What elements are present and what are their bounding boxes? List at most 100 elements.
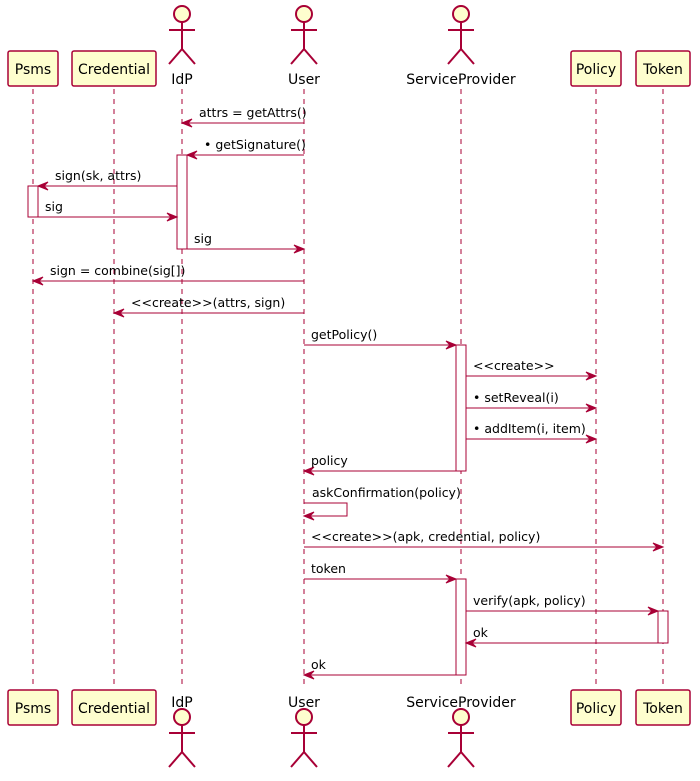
message: verify(apk, policy) xyxy=(466,593,660,616)
message-label: ok xyxy=(473,625,489,640)
participant-token: Token xyxy=(635,50,691,87)
arrow-head xyxy=(302,466,315,476)
message-label: askConfirmation(policy) xyxy=(312,485,461,500)
participant-box xyxy=(71,50,157,87)
actor-icon xyxy=(447,5,475,65)
participant-name: Psms xyxy=(15,62,51,78)
participant-name: ServiceProvider xyxy=(406,72,516,88)
arrow-head xyxy=(445,340,458,350)
arrow-head xyxy=(585,371,598,381)
arrow-head xyxy=(185,150,198,160)
message-line xyxy=(304,502,348,517)
message-label: <<create>>(attrs, sign) xyxy=(131,295,285,310)
actor-icon xyxy=(168,708,196,768)
participant-box xyxy=(570,689,622,726)
message: sig xyxy=(187,231,306,254)
message: <<create>>(apk, credential, policy) xyxy=(304,529,665,552)
message: policy xyxy=(302,453,456,476)
actor-icon xyxy=(168,5,196,65)
participant-token: Token xyxy=(635,689,691,726)
participant-box xyxy=(7,50,59,87)
message: askConfirmation(policy) xyxy=(302,485,461,521)
message-label: <<create>> xyxy=(473,358,555,373)
message: <<create>> xyxy=(466,358,598,381)
arrow-head xyxy=(647,606,660,616)
participant-box xyxy=(570,50,622,87)
arrow-head xyxy=(652,542,665,552)
participant-box xyxy=(71,689,157,726)
message-label: policy xyxy=(311,453,348,468)
arrow-head xyxy=(464,638,477,648)
activation-bar-sp xyxy=(455,344,467,472)
message: attrs = getAttrs() xyxy=(180,105,307,128)
activation-bar-token xyxy=(657,610,669,644)
message-label: sig xyxy=(194,231,212,246)
participant-sp: ServiceProvider xyxy=(406,695,516,768)
messages: attrs = getAttrs() • getSignature() sign(s… xyxy=(31,105,665,680)
message-label: ok xyxy=(311,657,327,672)
message-label: • addItem(i, item) xyxy=(473,421,586,436)
participant-name: IdP xyxy=(171,72,192,88)
participant-name: User xyxy=(288,72,320,88)
message-label: attrs = getAttrs() xyxy=(199,105,307,120)
arrow-head xyxy=(293,244,306,254)
message-label: verify(apk, policy) xyxy=(473,593,586,608)
participant-name: Token xyxy=(642,701,683,717)
participant-credential: Credential xyxy=(71,689,157,726)
message: sign(sk, attrs) xyxy=(36,168,177,191)
participant-name: Credential xyxy=(78,701,150,717)
activation-bar-sp xyxy=(455,578,467,676)
message: • addItem(i, item) xyxy=(466,421,598,444)
arrow-head xyxy=(445,574,458,584)
participant-name: Policy xyxy=(576,62,616,78)
activation-bar-psms xyxy=(27,185,39,218)
arrow-head xyxy=(166,212,179,222)
arrow-head xyxy=(302,511,315,521)
participant-name: User xyxy=(288,695,320,711)
message: ok xyxy=(302,657,456,680)
message: • setReveal(i) xyxy=(466,390,598,413)
participant-name: Psms xyxy=(15,701,51,717)
arrow-head xyxy=(112,308,125,318)
participant-box xyxy=(7,689,59,726)
message-label: token xyxy=(311,561,346,576)
activation-bar-idp xyxy=(176,154,188,250)
message: sig xyxy=(38,199,179,222)
message: • getSignature() xyxy=(185,137,306,160)
message: <<create>>(attrs, sign) xyxy=(112,295,304,318)
message: getPolicy() xyxy=(304,327,458,350)
participant-box xyxy=(635,50,691,87)
participant-idp: IdP xyxy=(168,5,196,88)
message-label: sig xyxy=(45,199,63,214)
actor-icon xyxy=(447,708,475,768)
actor-icon xyxy=(290,708,318,768)
participant-psms: Psms xyxy=(7,50,59,87)
participant-policy: Policy xyxy=(570,50,622,87)
arrow-head xyxy=(585,403,598,413)
participant-name: Token xyxy=(642,62,683,78)
message-label: <<create>>(apk, credential, policy) xyxy=(311,529,540,544)
participant-user: User xyxy=(288,695,320,768)
participant-psms: Psms xyxy=(7,689,59,726)
participant-name: ServiceProvider xyxy=(406,695,516,711)
message: sign = combine(sig[]) xyxy=(31,263,304,286)
message-label: • getSignature() xyxy=(204,137,306,152)
message-label: getPolicy() xyxy=(311,327,377,342)
participant-box xyxy=(635,689,691,726)
participant-sp: ServiceProvider xyxy=(406,5,516,88)
message: ok xyxy=(464,625,658,648)
actor-icon xyxy=(290,5,318,65)
arrow-head xyxy=(180,118,193,128)
message-label: sign = combine(sig[]) xyxy=(50,263,185,278)
arrow-head xyxy=(302,670,315,680)
arrow-head xyxy=(36,181,49,191)
arrow-head xyxy=(31,276,44,286)
participant-name: IdP xyxy=(171,695,192,711)
participant-credential: Credential xyxy=(71,50,157,87)
participant-user: User xyxy=(288,5,320,88)
participant-policy: Policy xyxy=(570,689,622,726)
participants-bottom: Psms Credential IdP User ServiceProvider Poli… xyxy=(7,689,691,768)
participant-idp: IdP xyxy=(168,695,196,768)
participant-name: Credential xyxy=(78,62,150,78)
